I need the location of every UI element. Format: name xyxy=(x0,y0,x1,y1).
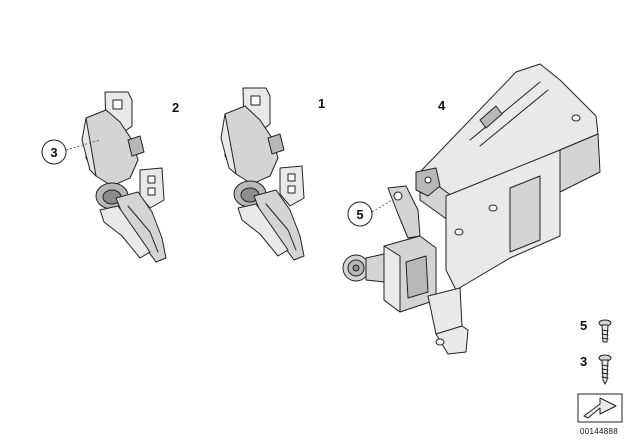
screw-5-icon[interactable] xyxy=(598,319,612,343)
orientation-arrow-icon xyxy=(577,393,623,423)
part-1-bracket-assembly[interactable] xyxy=(220,87,305,261)
leader-line-3 xyxy=(65,139,101,151)
legend-label-3: 3 xyxy=(580,354,587,369)
callout-5-circle[interactable]: 5 xyxy=(347,201,373,227)
screw-3-icon[interactable] xyxy=(598,354,612,385)
leader-line-5 xyxy=(371,199,393,213)
callout-3-circle[interactable]: 3 xyxy=(41,139,67,165)
label-part-4: 4 xyxy=(438,98,446,113)
label-part-2: 2 xyxy=(172,100,179,115)
label-part-1: 1 xyxy=(318,96,325,111)
legend-label-5: 5 xyxy=(580,318,587,333)
label-part-5: 5 xyxy=(356,207,363,222)
label-part-3: 3 xyxy=(50,145,57,160)
part-4-module-housing[interactable] xyxy=(342,63,601,355)
part-2-bracket-assembly[interactable] xyxy=(81,91,167,263)
drawing-number: 00144888 xyxy=(580,427,618,436)
